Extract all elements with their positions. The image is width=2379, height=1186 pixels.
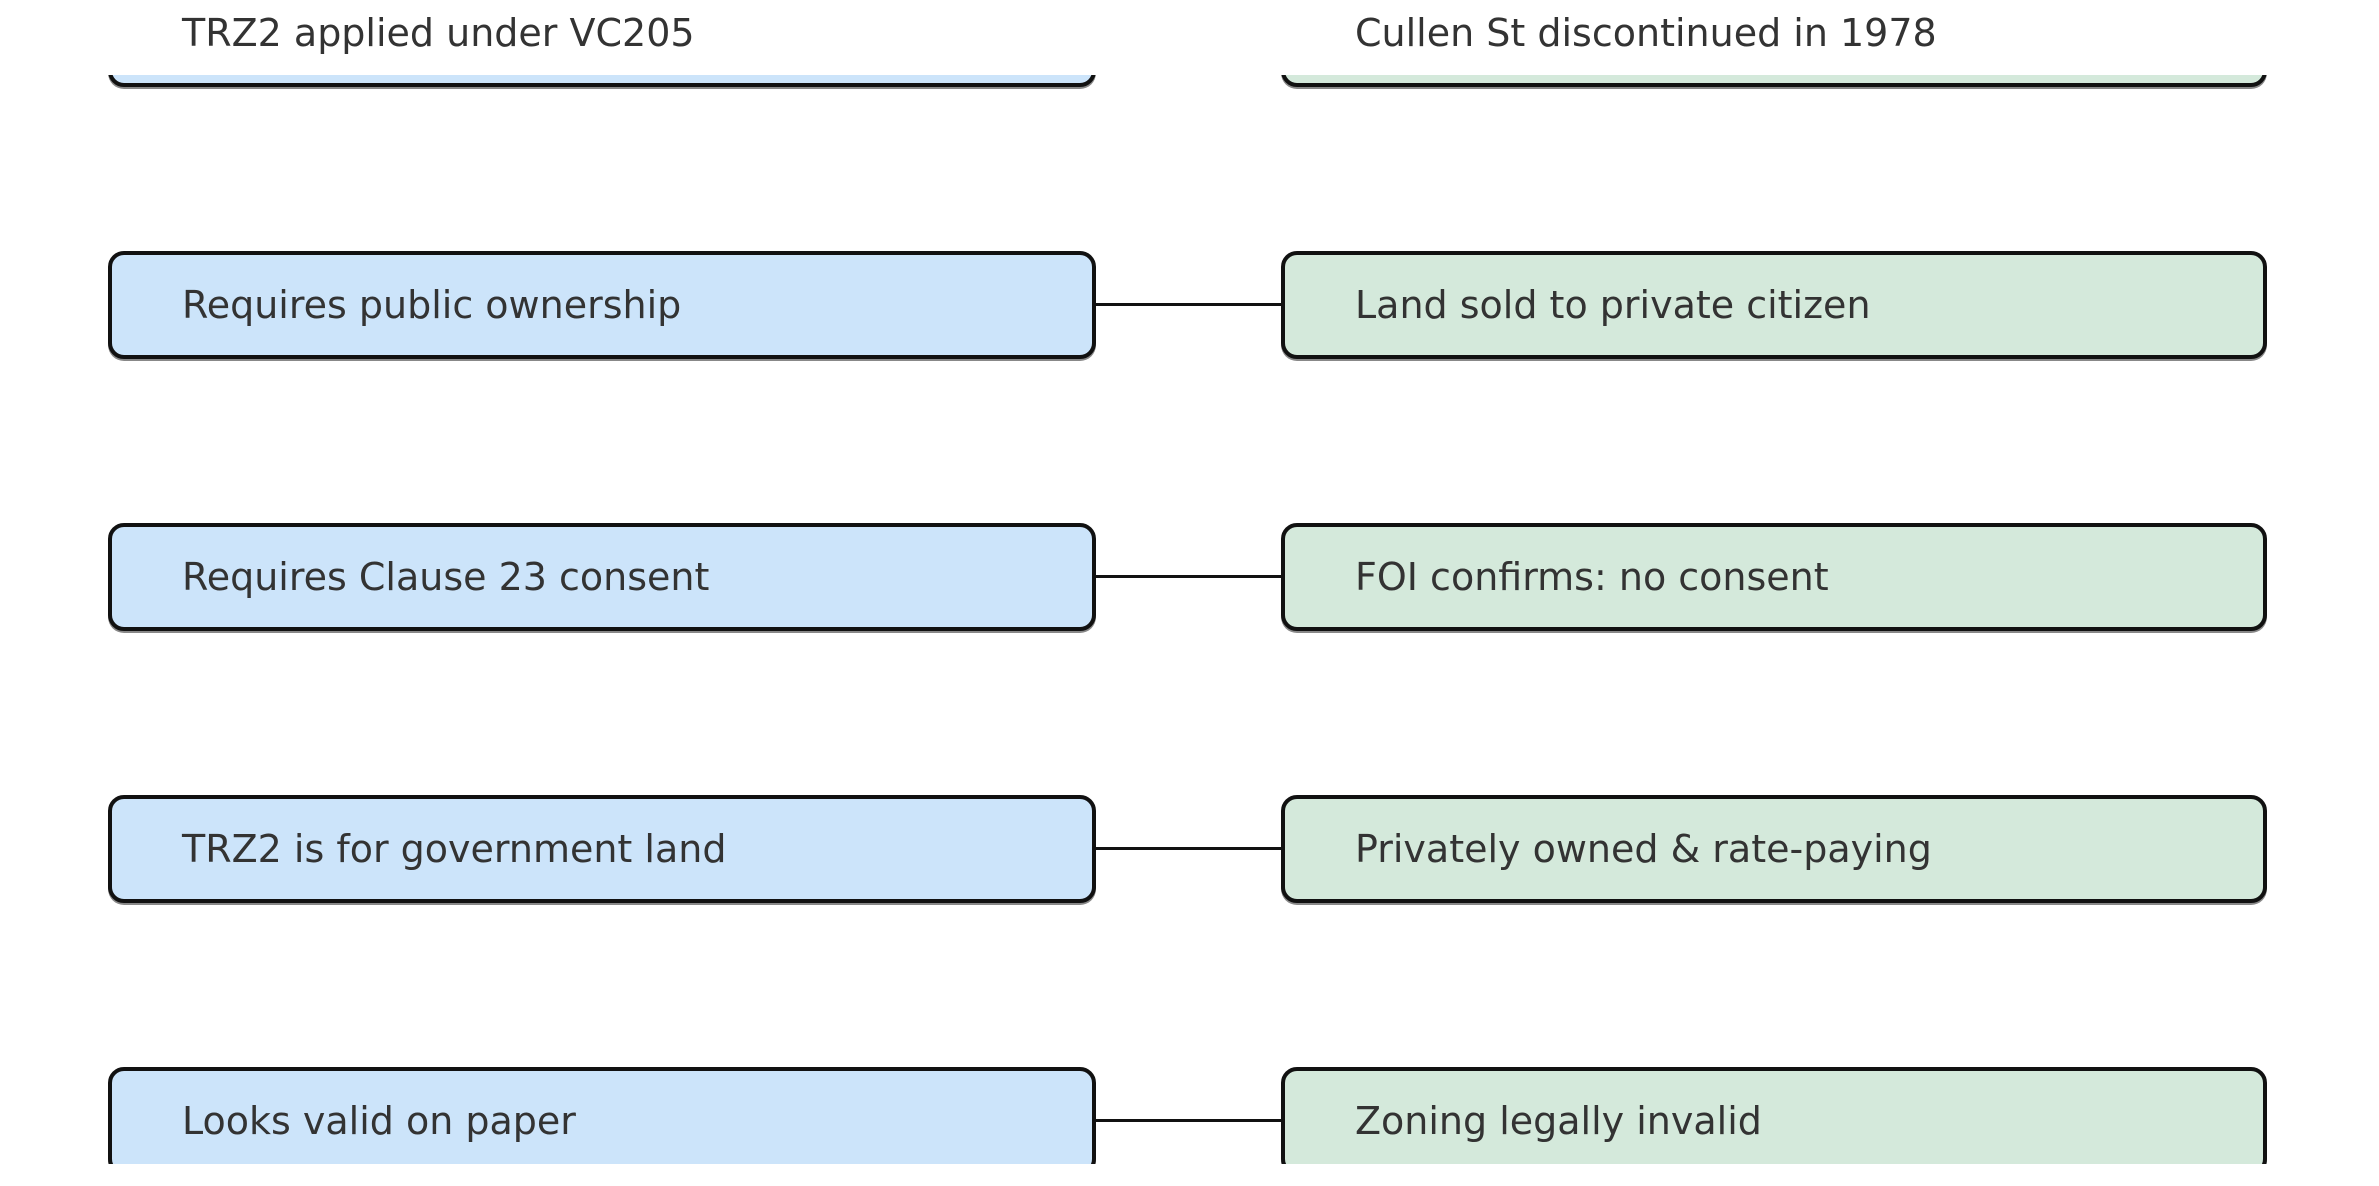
fact-box-row3: FOI confirms: no consent (1281, 523, 2267, 631)
connector-line-row4 (1096, 847, 1281, 850)
fact-box-row2: Land sold to private citizen (1281, 251, 2267, 359)
connector-line-row2 (1096, 303, 1281, 306)
fact-box-row2-label: Land sold to private citizen (1355, 283, 1871, 327)
bottom-clip-band (0, 1164, 2379, 1186)
claim-box-row2-label: Requires public ownership (182, 283, 682, 327)
fact-box-row5-label: Zoning legally invalid (1355, 1099, 1762, 1143)
fact-box-row5: Zoning legally invalid (1281, 1067, 2267, 1175)
fact-box-row1-label: Cullen St discontinued in 1978 (1355, 11, 1937, 55)
claim-box-row5: Looks valid on paper (108, 1067, 1096, 1175)
claim-box-row4: TRZ2 is for government land (108, 795, 1096, 903)
claim-box-row3: Requires Clause 23 consent (108, 523, 1096, 631)
claim-box-row2: Requires public ownership (108, 251, 1096, 359)
claim-box-row1-label: TRZ2 applied under VC205 (182, 11, 695, 55)
connector-line-row5 (1096, 1119, 1281, 1122)
claim-box-row3-label: Requires Clause 23 consent (182, 555, 710, 599)
fact-box-row4: Privately owned & rate-paying (1281, 795, 2267, 903)
claim-box-row5-label: Looks valid on paper (182, 1099, 576, 1143)
claim-box-row4-label: TRZ2 is for government land (182, 827, 727, 871)
top-clip-band (0, 0, 2379, 75)
fact-box-row4-label: Privately owned & rate-paying (1355, 827, 1932, 871)
fact-box-row3-label: FOI confirms: no consent (1355, 555, 1829, 599)
connector-line-row3 (1096, 575, 1281, 578)
